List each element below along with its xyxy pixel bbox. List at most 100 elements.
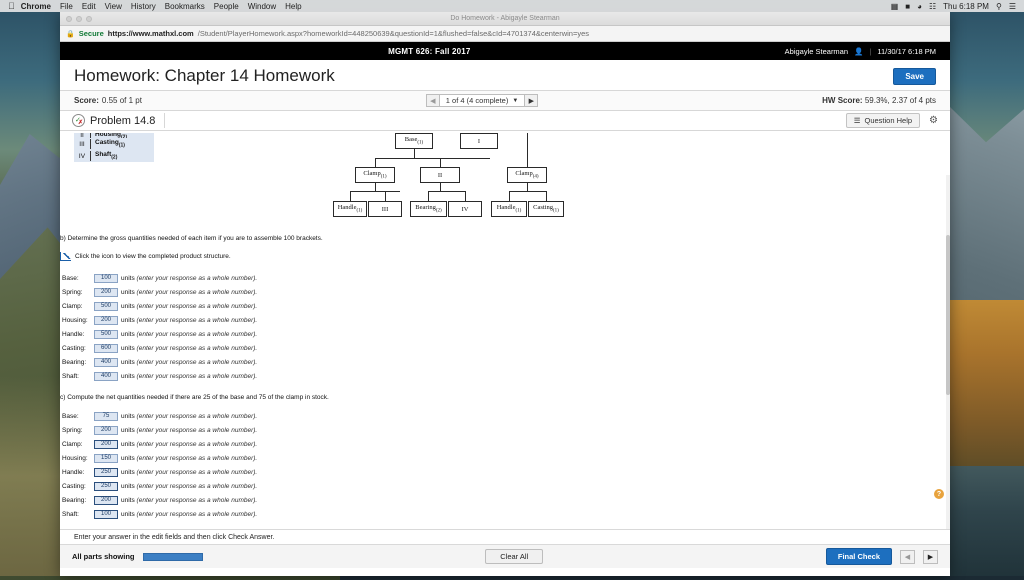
gear-icon[interactable]: ⚙ — [929, 115, 938, 126]
page-title: Homework: Chapter 14 Homework — [74, 66, 335, 85]
next-question-button[interactable]: ▶ — [524, 94, 539, 107]
menu-item-history[interactable]: History — [124, 1, 156, 11]
part-c-field-input-5[interactable]: 250 — [94, 481, 118, 491]
window-controls[interactable] — [60, 15, 92, 22]
part-c-field-input-6[interactable]: 200 — [94, 495, 118, 505]
mac-menu-bar:  Chrome File Edit View History Bookmark… — [0, 0, 1024, 12]
part-c-field-input-7[interactable]: 100 — [94, 509, 118, 519]
grid-icon[interactable]: ▦ — [890, 1, 899, 11]
part-c-field-units-hint: units (enter your response as a whole nu… — [121, 440, 258, 448]
part-c-field-input-2[interactable]: 200 — [94, 439, 118, 449]
window-title: Do Homework - Abigayle Stearman — [450, 15, 560, 22]
tree-connector — [509, 191, 546, 192]
scrollbar-thumb[interactable] — [946, 235, 950, 395]
part-b-field-input-4[interactable]: 500 — [94, 329, 118, 339]
menu-item-chrome[interactable]: Chrome — [14, 1, 51, 11]
course-title: MGMT 626: Fall 2017 — [388, 46, 471, 56]
menu-item-help[interactable]: Help — [278, 1, 301, 11]
minimize-icon[interactable] — [76, 15, 82, 22]
search-icon[interactable]: ⚲ — [995, 1, 1002, 11]
tree-node-label: Handle(1) — [496, 204, 522, 214]
browser-address-bar[interactable]: 🔒 Secure https://www.mathxl.com/Student/… — [60, 26, 950, 42]
list-icon[interactable]: ☰ — [1008, 1, 1016, 11]
footer-next-button[interactable]: ▶ — [923, 549, 938, 564]
wifi-icon[interactable]: ◕ — [917, 1, 922, 11]
footer-toolbar: All parts showing Clear All Final Check … — [60, 544, 950, 568]
app-header-bar: MGMT 626: Fall 2017 Abigayle Stearman 👤 … — [60, 42, 950, 60]
tree-node-label: Clamp(1) — [363, 170, 387, 180]
prev-question-button[interactable]: ◀ — [425, 94, 440, 107]
url-path: /Student/PlayerHomework.aspx?homeworkId=… — [197, 29, 590, 38]
part-c-field-input-1[interactable]: 200 — [94, 425, 118, 435]
menu-item-file[interactable]: File — [53, 1, 73, 11]
tree-connector — [350, 191, 351, 201]
battery-icon[interactable]: ■ — [905, 1, 911, 11]
part-b-field-input-0[interactable]: 100 — [94, 273, 118, 283]
part-c-field-units-hint: units (enter your response as a whole nu… — [121, 454, 258, 462]
tree-node-roman-i: I — [460, 133, 498, 149]
tree-connector — [509, 191, 510, 201]
tree-connector — [440, 158, 441, 167]
view-product-structure-link[interactable]: Click the icon to view the completed pro… — [60, 252, 231, 261]
menu-item-view[interactable]: View — [97, 1, 122, 11]
score-value: 0.55 of 1 pt — [101, 96, 142, 105]
part-c-field-units-hint: units (enter your response as a whole nu… — [121, 468, 258, 476]
question-selector[interactable]: 1 of 4 (4 complete) ▼ — [439, 94, 525, 107]
part-b-field-label: Casting: — [62, 344, 86, 352]
signal-icon[interactable]: ☷ — [928, 1, 937, 11]
tree-connector — [414, 149, 415, 158]
part-c-field-label: Spring: — [62, 426, 83, 434]
answer-instruction: Enter your answer in the edit fields and… — [60, 529, 950, 544]
divider: | — [869, 46, 872, 56]
part-b-field-label: Housing: — [62, 316, 88, 324]
help-badge[interactable]: ? — [934, 489, 944, 499]
menu-item-edit[interactable]: Edit — [75, 1, 96, 11]
tree-node-label: I — [477, 137, 481, 145]
progress-bar — [142, 552, 203, 561]
tree-node-base: Base(1) — [395, 133, 433, 149]
footer-prev-button[interactable]: ◀ — [900, 549, 915, 564]
vertical-scrollbar[interactable] — [946, 175, 950, 529]
part-c-field-input-4[interactable]: 250 — [94, 467, 118, 477]
part-b-field-input-5[interactable]: 600 — [94, 343, 118, 353]
tree-connector — [546, 191, 547, 201]
chart-icon[interactable] — [60, 252, 71, 261]
clear-all-button[interactable]: Clear All — [485, 549, 544, 564]
tree-node-casting: Casting(1) — [528, 201, 564, 217]
part-b-field-input-2[interactable]: 500 — [94, 301, 118, 311]
maximize-icon[interactable] — [86, 15, 92, 22]
person-icon[interactable]: 👤 — [854, 46, 864, 56]
part-b-field-input-7[interactable]: 400 — [94, 371, 118, 381]
part-b-field-input-3[interactable]: 200 — [94, 315, 118, 325]
tree-node-roman-ii: II — [420, 167, 460, 183]
part-b-field-input-6[interactable]: 400 — [94, 357, 118, 367]
part-c-field-label: Handle: — [62, 468, 85, 476]
tree-connector — [440, 183, 441, 191]
url-host: https://www.mathxl.com — [107, 29, 194, 38]
menu-item-window[interactable]: Window — [240, 1, 276, 11]
part-c-field-label: Housing: — [62, 454, 88, 462]
question-help-button[interactable]: ☰ Question Help — [845, 113, 921, 128]
user-name[interactable]: Abigayle Stearman — [784, 46, 849, 56]
tree-node-roman-iii: III — [368, 201, 402, 217]
part-b-field-input-1[interactable]: 200 — [94, 287, 118, 297]
question-navigator[interactable]: ◀ 1 of 4 (4 complete) ▼ ▶ — [425, 94, 539, 107]
final-check-button[interactable]: Final Check — [825, 548, 892, 565]
row-number: III — [79, 140, 85, 148]
close-icon[interactable] — [66, 15, 72, 22]
part-c-field-input-3[interactable]: 150 — [94, 453, 118, 463]
menu-item-bookmarks[interactable]: Bookmarks — [158, 1, 205, 11]
part-c-field-input-0[interactable]: 75 — [94, 411, 118, 421]
list-icon: ☰ — [853, 116, 861, 125]
row-number: IV — [78, 152, 86, 160]
save-button[interactable]: Save — [893, 67, 936, 85]
menu-item-people[interactable]: People — [207, 1, 239, 11]
hw-score-label: HW Score: — [822, 96, 863, 105]
apple-icon[interactable]:  — [8, 1, 15, 11]
